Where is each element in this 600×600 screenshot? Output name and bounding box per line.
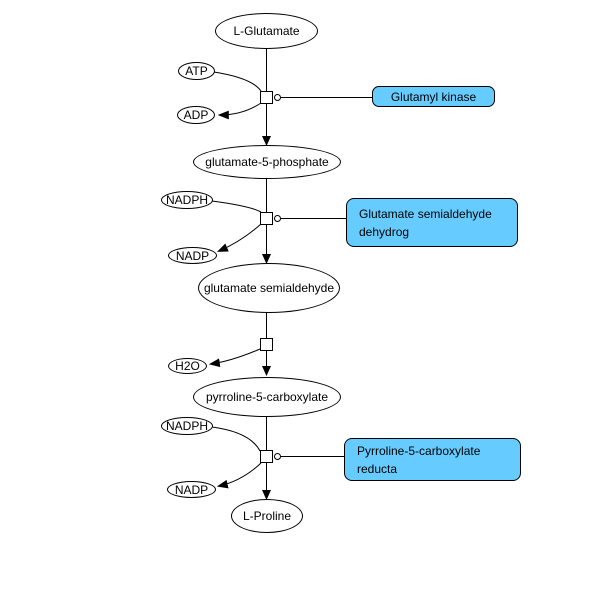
node-glutamate-semialdehyde[interactable]: glutamate semialdehyde — [198, 263, 340, 313]
node-glutamate-5-phosphate[interactable]: glutamate-5-phosphate — [193, 145, 341, 179]
enzyme-gsa-dehydrog-label-line2: dehydrog — [359, 224, 410, 239]
node-nadph-2-label: NADPH — [165, 419, 208, 433]
node-l-proline[interactable]: L-Proline — [231, 499, 303, 533]
enzyme-gsa-dehydrog-label-line1: Glutamate semialdehyde — [359, 206, 492, 221]
edge-atp-to-reaction1 — [213, 71, 262, 92]
node-nadp-1[interactable]: NADP — [168, 247, 217, 264]
node-glutamate-semialdehyde-label: glutamate semialdehyde — [203, 281, 335, 295]
node-pyrroline-5-carboxylate-label: pyrroline-5-carboxylate — [205, 390, 329, 404]
reaction-node-2[interactable] — [260, 212, 273, 225]
node-h2o-label: H2O — [175, 359, 200, 373]
enzyme-box-pyrroline-5-carboxylate-reducta[interactable]: Pyrroline-5-carboxylate reducta — [344, 438, 521, 481]
edge-reaction1-to-adp — [217, 102, 262, 120]
node-nadp-2[interactable]: NADP — [167, 481, 216, 498]
reaction-node-3[interactable] — [260, 338, 273, 351]
node-nadp-1-label: NADP — [175, 248, 210, 263]
enzyme-p5c-reducta-label-line2: reducta — [357, 461, 398, 476]
edge-reaction4-to-nadp2 — [216, 462, 262, 489]
enzyme-box-glutamate-semialdehyde-dehydrog[interactable]: Glutamate semialdehyde dehydrog — [346, 198, 518, 247]
reaction-port-1[interactable] — [274, 94, 281, 101]
node-nadph-1[interactable]: NADPH — [161, 191, 213, 209]
arrowhead-to-lproline — [262, 490, 271, 500]
reaction-port-2[interactable] — [274, 215, 281, 222]
node-atp-label: ATP — [185, 64, 208, 78]
node-nadph-1-label: NADPH — [165, 193, 208, 207]
enzyme-p5c-reducta-label-line1: Pyrroline-5-carboxylate — [357, 443, 481, 458]
edge-nadph1-to-reaction2 — [211, 200, 262, 213]
node-pyrroline-5-carboxylate[interactable]: pyrroline-5-carboxylate — [193, 377, 341, 417]
node-nadph-2[interactable]: NADPH — [161, 417, 213, 435]
reaction-port-4[interactable] — [274, 453, 281, 460]
arrowhead-to-gsa — [262, 254, 271, 264]
edge-nadph2-to-reaction4 — [211, 426, 261, 452]
node-l-proline-label: L-Proline — [242, 509, 292, 523]
edge-reaction3-to-h2o — [208, 348, 261, 368]
node-adp-label: ADP — [183, 108, 209, 122]
enzyme-box-glutamyl-kinase[interactable]: Glutamyl kinase — [372, 86, 495, 107]
reaction-node-4[interactable] — [260, 450, 273, 463]
node-atp[interactable]: ATP — [178, 62, 215, 80]
arrowhead-to-g5p — [262, 136, 271, 146]
node-adp[interactable]: ADP — [177, 106, 215, 124]
node-nadp-2-label: NADP — [174, 482, 209, 497]
edge-reaction2-to-nadp1 — [216, 223, 262, 252]
reaction-node-1[interactable] — [260, 91, 273, 104]
enzyme-glutamyl-kinase-label: Glutamyl kinase — [390, 89, 477, 104]
node-h2o[interactable]: H2O — [168, 358, 207, 374]
node-l-glutamate-label: L-Glutamate — [233, 24, 300, 38]
arrowhead-to-p5c — [262, 366, 271, 376]
node-glutamate-5-phosphate-label: glutamate-5-phosphate — [205, 155, 329, 169]
node-l-glutamate[interactable]: L-Glutamate — [215, 13, 318, 49]
